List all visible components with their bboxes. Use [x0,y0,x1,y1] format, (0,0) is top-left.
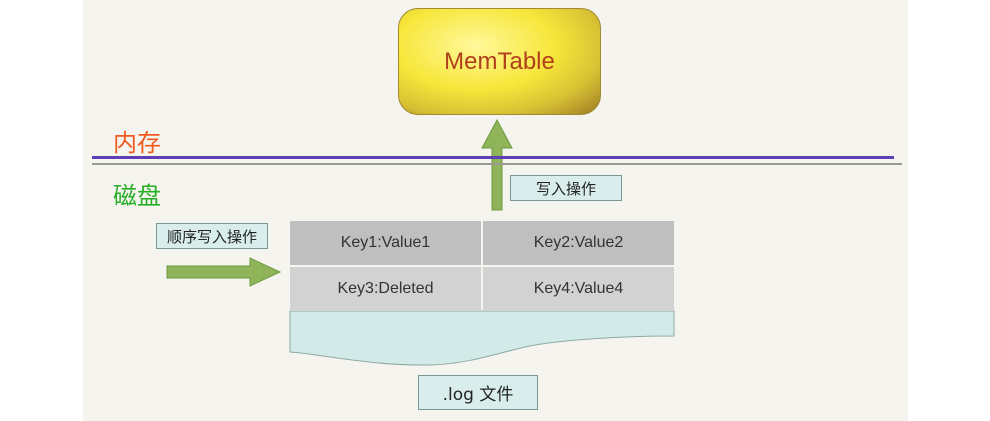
memory-region-label: 内存 [113,129,161,157]
log-file-text: .log 文件 [442,385,514,405]
log-entry-cell: Key1:Value1 [290,221,481,265]
memtable-box: MemTable [398,8,601,115]
log-file-tag: .log 文件 [418,375,538,410]
log-entry-cell: Key4:Value4 [483,267,674,311]
memory-disk-boundary [92,156,894,159]
write-operation-text: 写入操作 [535,179,596,198]
memtable-label: MemTable [444,47,555,75]
log-entry-text: Key2:Value2 [533,234,624,251]
log-entry-cell: Key2:Value2 [483,221,674,265]
log-entry-text: Key3:Deleted [337,280,434,297]
sequential-write-text: 顺序写入操作 [166,227,257,246]
sequential-write-tag: 顺序写入操作 [156,223,268,249]
log-entry-text: Key1:Value1 [340,234,431,251]
log-entry-text: Key4:Value4 [533,280,624,297]
log-document-shape [289,310,675,366]
write-operation-tag: 写入操作 [510,175,622,201]
boundary-shadow-line [92,163,902,165]
log-entries-grid: Key1:Value1 Key2:Value2 Key3:Deleted Key… [290,221,674,311]
write-up-arrow [481,118,513,211]
disk-region-label: 磁盘 [113,182,161,210]
log-entry-cell: Key3:Deleted [290,267,481,311]
sequential-write-arrow [166,257,282,287]
